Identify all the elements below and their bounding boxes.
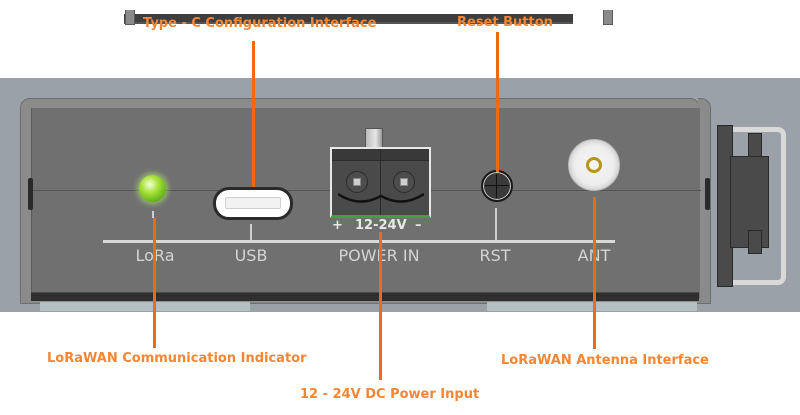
top-slot <box>124 14 573 24</box>
leader-line-lora <box>153 218 156 348</box>
slot-tab <box>603 10 613 25</box>
leader-line-reset <box>496 32 499 172</box>
port-label-usb: USB <box>234 246 268 265</box>
mount-clip <box>733 127 786 285</box>
port-label-rst: RST <box>479 246 511 265</box>
reset-button-icon[interactable] <box>481 170 513 202</box>
callout-reset: Reset Button <box>457 15 553 30</box>
mount-connector-block <box>748 230 762 254</box>
callout-usb: Type - C Configuration Interface <box>143 16 377 31</box>
antenna-connector-icon[interactable] <box>568 139 620 191</box>
side-notch-left <box>28 178 33 210</box>
led-marker <box>152 211 154 218</box>
antenna-pin-icon <box>586 157 602 173</box>
callout-antenna: LoRaWAN Antenna Interface <box>501 353 709 368</box>
mount-connector-block <box>748 133 762 157</box>
usb-label-tick <box>250 224 252 240</box>
side-notch-right <box>705 178 710 210</box>
foot-strip <box>40 302 250 311</box>
usb-c-port-icon[interactable] <box>213 187 293 220</box>
usb-c-port-tongue <box>225 197 281 209</box>
screw-negative-icon <box>393 171 415 193</box>
callout-lora-indicator: LoRaWAN Communication Indicator <box>47 351 307 366</box>
slot-tab <box>125 10 135 25</box>
callout-power: 12 - 24V DC Power Input <box>300 387 480 402</box>
leader-line-antenna <box>593 197 596 349</box>
terminal-divider <box>380 149 381 215</box>
device-frame-right <box>698 98 711 304</box>
screw-terminal-icon[interactable] <box>330 147 431 218</box>
terminal-plus-label: + <box>332 218 343 233</box>
foot-strip <box>487 302 697 311</box>
terminal-clamp-icon <box>338 192 424 203</box>
screw-positive-icon <box>346 171 368 193</box>
status-led-icon <box>139 175 166 202</box>
terminal-minus-label: – <box>415 218 422 233</box>
label-baseline <box>103 240 615 243</box>
device-bottom-edge <box>31 292 699 301</box>
terminal-voltage-label: 12-24V <box>355 218 407 233</box>
leader-line-power <box>379 232 382 380</box>
leader-line-usb <box>252 41 255 187</box>
reset-marker <box>495 208 497 240</box>
